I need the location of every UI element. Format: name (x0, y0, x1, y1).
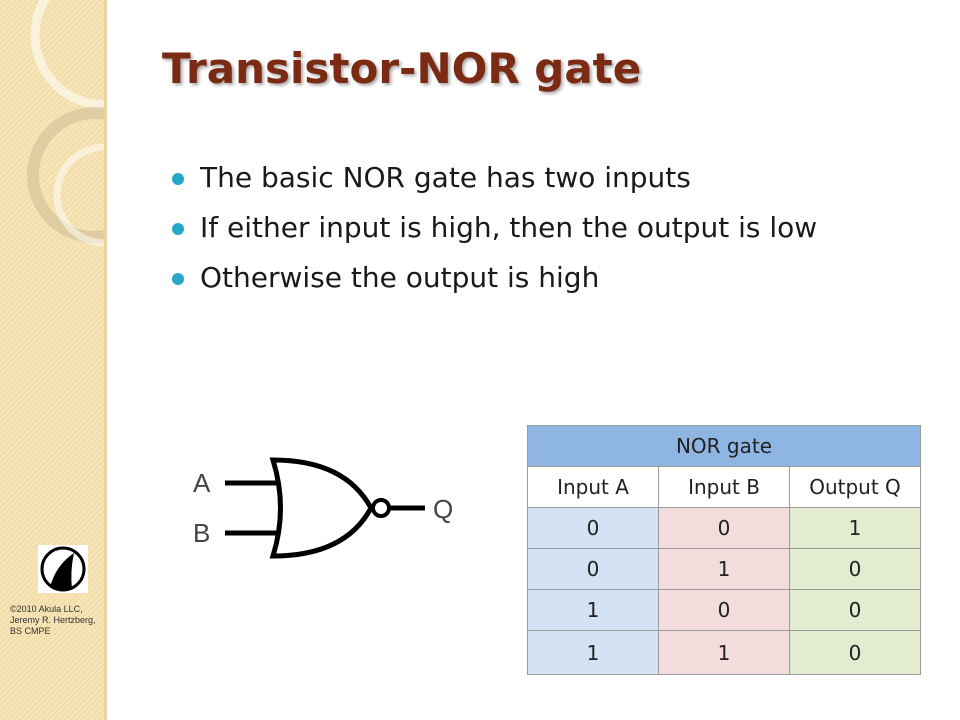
table-row: 1 0 0 (527, 589, 921, 631)
input-a-label: A (193, 468, 211, 498)
cell-input-b: 0 (658, 507, 790, 549)
table-header-row: Input A Input B Output Q (527, 466, 921, 508)
nor-gate-symbol: A B Q (193, 457, 453, 559)
cell-input-b: 0 (658, 589, 790, 631)
table-title: NOR gate (527, 425, 921, 467)
table-title-row: NOR gate (527, 425, 921, 467)
bullet-list: The basic NOR gate has two inputs If eit… (172, 160, 872, 310)
cell-output-q: 0 (789, 630, 921, 675)
cell-input-b: 1 (658, 548, 790, 590)
output-q-label: Q (433, 494, 453, 524)
table-row: 1 1 0 (527, 630, 921, 675)
header-output-q: Output Q (789, 466, 921, 508)
bullet-item: The basic NOR gate has two inputs (172, 160, 872, 196)
cell-input-a: 1 (527, 630, 659, 675)
input-b-label: B (193, 518, 210, 548)
bullet-dot-icon (172, 173, 184, 185)
bullet-item: Otherwise the output is high (172, 260, 872, 296)
akula-logo-icon (38, 545, 88, 593)
side-panel-edge (104, 0, 107, 720)
cell-input-a: 0 (527, 507, 659, 549)
cell-input-b: 1 (658, 630, 790, 675)
cell-output-q: 1 (789, 507, 921, 549)
table-row: 0 1 0 (527, 548, 921, 590)
cell-output-q: 0 (789, 548, 921, 590)
slide-title: Transistor-NOR gate (162, 44, 642, 93)
cell-output-q: 0 (789, 589, 921, 631)
cell-input-a: 1 (527, 589, 659, 631)
table-row: 0 0 1 (527, 507, 921, 549)
header-input-b: Input B (658, 466, 790, 508)
nor-truth-table: NOR gate Input A Input B Output Q 0 0 1 … (527, 425, 921, 675)
cell-input-a: 0 (527, 548, 659, 590)
bullet-text: If either input is high, then the output… (200, 211, 818, 244)
decorative-rings (27, 0, 105, 247)
copyright-notice: ©2010 Akula LLC,Jeremy R. Hertzberg,BS C… (10, 604, 96, 636)
bullet-text: The basic NOR gate has two inputs (200, 161, 691, 194)
header-input-a: Input A (527, 466, 659, 508)
decorative-side-panel (0, 0, 105, 720)
bullet-dot-icon (172, 273, 184, 285)
nor-gate-body (269, 457, 374, 559)
bullet-item: If either input is high, then the output… (172, 210, 872, 246)
bullet-text: Otherwise the output is high (200, 261, 600, 294)
bullet-dot-icon (172, 223, 184, 235)
inversion-bubble (371, 498, 391, 518)
